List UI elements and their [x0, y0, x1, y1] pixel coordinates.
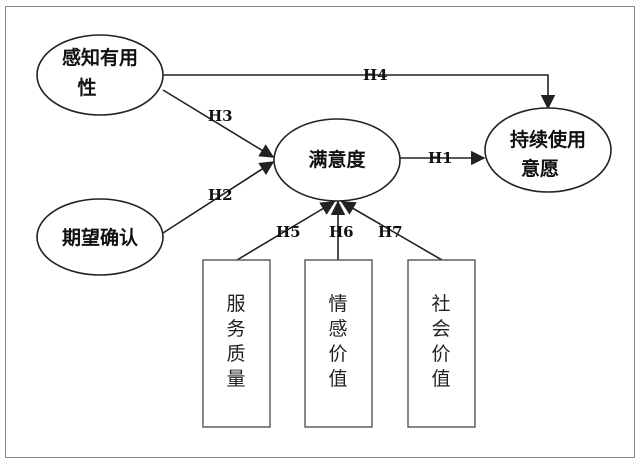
diagram-frame [5, 6, 635, 458]
node-perceived-usefulness: 感知有用 性 [36, 34, 164, 116]
node-label-char: 值 [431, 368, 450, 390]
hypothesis-label-h4: H4 [363, 66, 388, 84]
node-label-line: 满意度 [308, 148, 366, 171]
node-label-char: 值 [328, 368, 347, 390]
node-label-line: 意愿 [521, 157, 559, 180]
node-label-line: 感知有用 [62, 46, 138, 69]
node-label-char: 量 [226, 368, 245, 390]
node-label-char: 质 [226, 343, 245, 365]
edge-h4 [163, 74, 556, 110]
hypothesis-label-h2: H2 [208, 186, 233, 204]
edge-h5 [236, 201, 336, 261]
node-label-line: 持续使用 [510, 128, 586, 151]
node-label-char: 服 [226, 293, 245, 315]
edge-h3 [162, 89, 275, 158]
node-social-value: 社 会 价 值 [407, 259, 476, 428]
hypothesis-label-h6: H6 [329, 223, 354, 241]
hypothesis-label-h1: H1 [428, 149, 453, 167]
node-label-char: 务 [226, 318, 245, 340]
node-satisfaction: 满意度 [273, 118, 401, 202]
hypothesis-label-h3: H3 [208, 107, 233, 125]
edge-h7 [340, 201, 443, 261]
edge-h2 [162, 161, 275, 234]
node-emotional-value: 情 感 价 值 [304, 259, 373, 428]
connectors [162, 74, 556, 261]
node-service-quality: 服 务 质 量 [202, 259, 271, 428]
node-confirmation: 期望确认 [36, 198, 164, 276]
node-label-char: 感 [328, 318, 347, 340]
node-continuance-intention: 持续使用 意愿 [484, 107, 612, 193]
node-label-char: 价 [328, 343, 347, 365]
node-label-char: 社 [431, 293, 450, 315]
node-label-line: 性 [77, 76, 96, 99]
node-label-char: 价 [431, 343, 450, 365]
hypothesis-label-h5: H5 [276, 223, 301, 241]
node-label-line: 期望确认 [62, 226, 138, 249]
node-label-char: 情 [328, 293, 347, 315]
node-label-char: 会 [431, 318, 450, 340]
hypothesis-label-h7: H7 [378, 223, 403, 241]
